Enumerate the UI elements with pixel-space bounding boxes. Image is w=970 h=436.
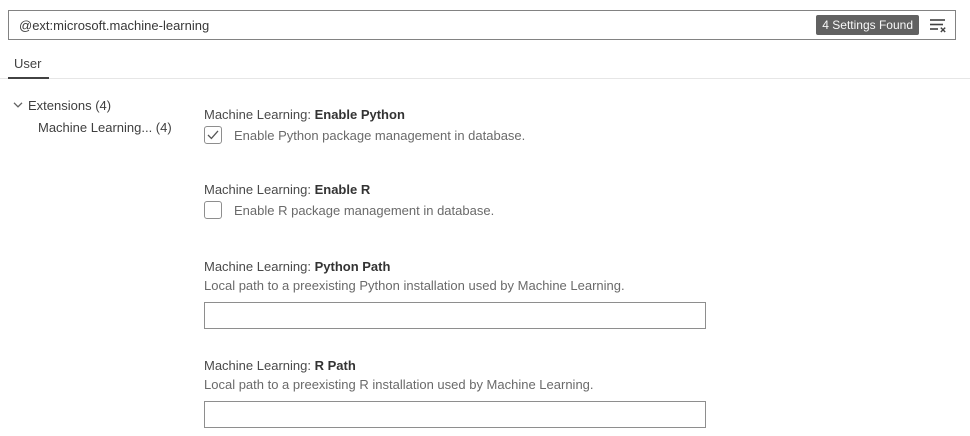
toc-item-label: Extensions (4) (28, 97, 112, 113)
settings-search-input[interactable] (9, 11, 817, 39)
python-path-input[interactable] (204, 302, 706, 329)
setting-category: Machine Learning: (204, 107, 311, 122)
setting-label: Python Path (314, 259, 391, 274)
setting-category: Machine Learning: (204, 259, 311, 274)
tab-user-active-underline (8, 77, 49, 79)
setting-python-path: Machine Learning: Python Path Local path… (204, 259, 706, 329)
setting-description: Local path to a preexisting Python insta… (204, 278, 625, 293)
setting-title: Machine Learning: R Path (204, 358, 706, 374)
clear-filter-icon (929, 18, 947, 33)
setting-enable-python: Machine Learning: Enable Python Enable P… (204, 107, 706, 144)
setting-description: Enable R package management in database. (234, 202, 495, 218)
enable-python-checkbox[interactable] (204, 126, 222, 144)
check-icon (207, 130, 219, 140)
toc-item-label: Machine Learning... (4) (38, 119, 172, 135)
setting-category: Machine Learning: (204, 182, 311, 197)
setting-title: Machine Learning: Python Path (204, 259, 706, 275)
settings-found-badge: 4 Settings Found (816, 15, 919, 35)
tab-user[interactable]: User (14, 56, 42, 71)
chevron-down-icon[interactable] (13, 102, 23, 108)
setting-category: Machine Learning: (204, 358, 311, 373)
setting-enable-r: Machine Learning: Enable R Enable R pack… (204, 182, 706, 219)
toc-item-machine-learning[interactable]: Machine Learning... (4) (0, 116, 196, 138)
setting-label: R Path (314, 358, 356, 373)
setting-label: Enable Python (314, 107, 405, 122)
setting-title: Machine Learning: Enable Python (204, 107, 706, 123)
setting-description: Local path to a preexisting R installati… (204, 377, 594, 392)
setting-r-path: Machine Learning: R Path Local path to a… (204, 358, 706, 428)
toc-item-extensions[interactable]: Extensions (4) (0, 94, 196, 116)
clear-filter-button[interactable] (926, 13, 950, 37)
r-path-input[interactable] (204, 401, 706, 428)
setting-description: Enable Python package management in data… (234, 127, 526, 143)
enable-r-checkbox[interactable] (204, 201, 222, 219)
setting-title: Machine Learning: Enable R (204, 182, 706, 198)
settings-search-bar: 4 Settings Found (8, 10, 956, 40)
tabs-divider (0, 78, 970, 79)
settings-toc: Extensions (4) Machine Learning... (4) (0, 94, 196, 138)
setting-label: Enable R (314, 182, 371, 197)
